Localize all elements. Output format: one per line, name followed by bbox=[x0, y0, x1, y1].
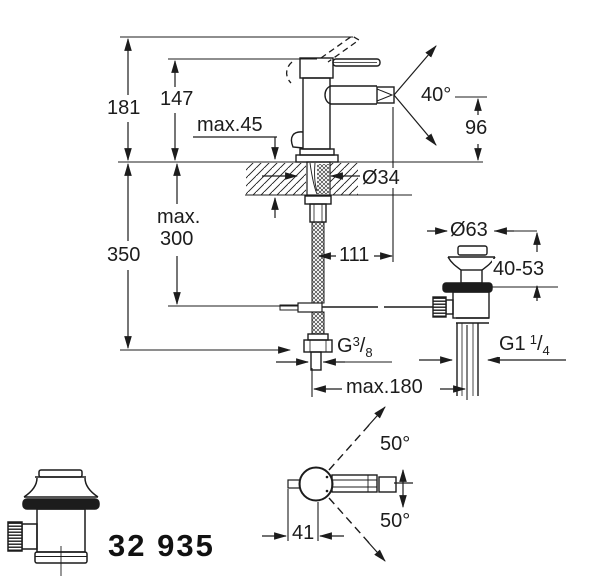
swivel-dashed-lines bbox=[328, 423, 371, 545]
flexible-hose bbox=[303, 221, 333, 371]
lever-raised-dashed bbox=[285, 35, 361, 84]
waste-gasket bbox=[442, 282, 493, 293]
waste-plug bbox=[457, 245, 488, 256]
dim-hose-length: 350 bbox=[106, 244, 142, 266]
drain-gasket bbox=[22, 498, 100, 510]
dim-shank-diameter: Ø34 bbox=[361, 167, 401, 189]
dim-swivel-upper: 50° bbox=[379, 433, 412, 455]
dim-hose-max-1: max. bbox=[156, 206, 202, 228]
dimension-lines bbox=[124, 37, 566, 562]
dim-spout-angle: 40° bbox=[420, 84, 453, 106]
dim-waste-diameter: Ø63 bbox=[449, 219, 489, 241]
rod-coupling-nut bbox=[432, 296, 447, 318]
counter-section bbox=[246, 163, 358, 195]
shank bbox=[306, 161, 331, 196]
faucet-top-view bbox=[287, 466, 397, 502]
plug-cap bbox=[38, 469, 83, 478]
pop-up-knob-top bbox=[287, 479, 301, 489]
drain-plug-illustration bbox=[7, 469, 100, 576]
dim-thread-large: G1 1/4 bbox=[498, 332, 551, 358]
dim-total-height: 181 bbox=[106, 97, 142, 119]
pop-up-knob bbox=[290, 131, 304, 149]
dim-thread-small: G3/8 bbox=[336, 334, 374, 360]
cartridge-head bbox=[299, 57, 334, 79]
dim-rod-span: max.180 bbox=[345, 376, 424, 398]
drain-knurled-knob bbox=[7, 521, 23, 552]
body-top-view bbox=[298, 466, 334, 502]
dim-spout-projection: 111 bbox=[338, 244, 371, 266]
spout bbox=[324, 85, 395, 105]
dim-deck-thickness: max.45 bbox=[196, 114, 264, 136]
dim-lever-offset: 41 bbox=[291, 522, 316, 544]
aerator bbox=[376, 86, 395, 104]
faucet-side-view bbox=[279, 35, 433, 371]
dim-hose-max-2: 300 bbox=[159, 228, 195, 250]
product-number: 32 935 bbox=[108, 528, 215, 563]
dim-spout-height: 96 bbox=[464, 117, 489, 139]
dim-lever-height: 147 bbox=[159, 88, 195, 110]
pop-up-waste-valve bbox=[432, 245, 496, 396]
pop-up-rod bbox=[279, 302, 433, 313]
waste-tailpiece bbox=[456, 323, 479, 396]
dim-waste-range: 40-53 bbox=[492, 258, 546, 280]
lever-top-view bbox=[331, 474, 397, 493]
dim-swivel-lower: 50° bbox=[379, 510, 412, 532]
